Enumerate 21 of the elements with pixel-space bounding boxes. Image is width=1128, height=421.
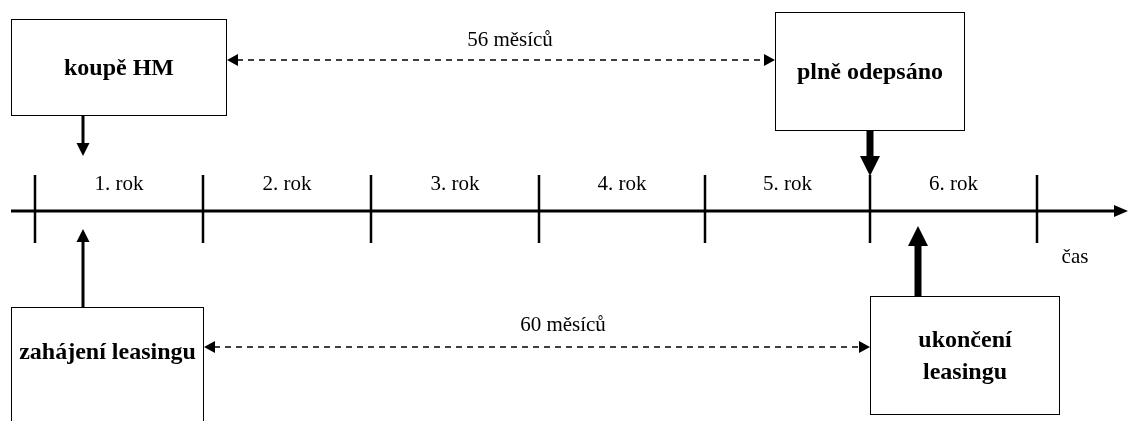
text-box: [11, 307, 204, 421]
dashed-double-arrow: [227, 54, 775, 66]
box-label: zahájení leasingu: [18, 337, 197, 366]
year-label: 4. rok: [596, 172, 648, 196]
box-label: plně odepsáno: [795, 56, 945, 86]
arrow: [76, 116, 90, 156]
text-box: [775, 12, 965, 131]
arrow: [860, 131, 880, 176]
year-label: 3. rok: [429, 172, 481, 196]
year-label: 5. rok: [762, 172, 813, 196]
arrow: [76, 229, 90, 307]
text-box: [11, 19, 227, 116]
box-label: ukončení leasingu: [917, 325, 1013, 386]
year-label: 2. rok: [261, 172, 313, 196]
year-label: 1. rok: [93, 172, 145, 196]
arrow: [908, 226, 928, 296]
box-label: koupě HM: [63, 52, 175, 82]
year-label: 6. rok: [928, 172, 979, 196]
axis-label: čas: [1060, 245, 1090, 269]
dashed-double-arrow: [204, 341, 870, 353]
text-box: [870, 296, 1060, 415]
